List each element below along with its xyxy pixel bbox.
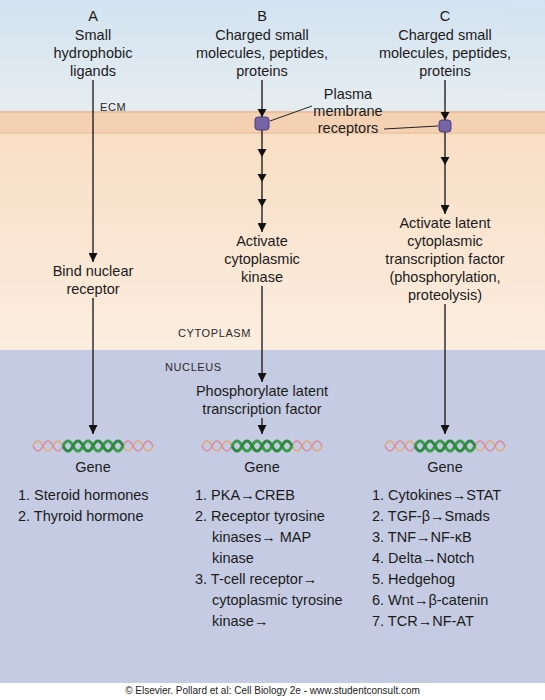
step-text: Charged small molecules, peptides, prote… <box>369 26 521 80</box>
arrowhead <box>441 112 450 120</box>
step-text: Activate latent cytoplasmic transcriptio… <box>375 214 515 304</box>
compartment-label: NUCLEUS <box>165 361 222 373</box>
step-text-box: Activate cytoplasmic kinase <box>212 232 312 286</box>
column-letter: B <box>170 6 354 27</box>
column-letter: C <box>360 6 530 27</box>
step-text: Small hydrophobic ligands <box>37 26 149 80</box>
list-item: 4. Delta→Notch <box>372 548 540 569</box>
list-item: 3. T-cell receptor→ cytoplasmic tyrosine… <box>195 569 347 632</box>
list-item: 5. Hedgehog <box>372 569 540 590</box>
list-item: 1. PKA→CREB <box>195 485 347 506</box>
step-text-box: Bind nuclear receptor <box>33 262 153 298</box>
copyright-note: © Elsevier. Pollard et al: Cell Biology … <box>0 684 545 698</box>
list-item: 2. Thyroid hormone <box>18 506 183 527</box>
list-item: 2. Receptor tyrosine kinases→ MAP kinase <box>195 506 347 569</box>
label-group: B <box>170 6 354 27</box>
gene-box: Gene <box>31 434 155 476</box>
label-group: © Elsevier. Pollard et al: Cell Biology … <box>0 684 545 698</box>
list-item: 6. Wnt→β-catenin <box>372 590 540 611</box>
compartment-label: CYTOPLASM <box>178 327 251 339</box>
compartment-label: ECM <box>100 101 126 113</box>
gene-box: Gene <box>383 434 507 476</box>
membrane-receptor <box>439 120 451 132</box>
compartment-band: Small hydrophobic ligands Charged small m… <box>0 0 545 113</box>
callout-label: Plasma membrane receptors <box>300 86 396 137</box>
membrane-receptor <box>255 117 269 130</box>
label-group: Plasma membrane receptors <box>300 86 396 137</box>
list-item: 3. TNF→NF-κB <box>372 527 540 548</box>
step-text-box: Activate latent cytoplasmic transcriptio… <box>375 214 515 304</box>
list-item: 2. TGF-β→Smads <box>372 506 540 527</box>
step-text: Activate cytoplasmic kinase <box>212 232 312 286</box>
label-group: 1. Cytokines→STAT2. TGF-β→Smads3. TNF→NF… <box>372 485 540 632</box>
label-group: 1. PKA→CREB2. Receptor tyrosine kinases→… <box>195 485 347 632</box>
gene-label: Gene <box>31 458 155 476</box>
list-item: 1. Steroid hormones <box>18 485 183 506</box>
step-text: Phosphorylate latent transcription facto… <box>181 382 343 418</box>
list-item: 7. TCR→NF-AT <box>372 611 540 632</box>
step-text-box: Phosphorylate latent transcription facto… <box>181 382 343 418</box>
step-text: Bind nuclear receptor <box>33 262 153 298</box>
label-group: 1. Steroid hormones2. Thyroid hormone <box>18 485 183 527</box>
compartment-band: Bind nuclear receptor Activate cytoplasmi… <box>0 133 545 350</box>
step-text-box: Charged small molecules, peptides, prote… <box>186 26 338 80</box>
gene-label: Gene <box>200 458 324 476</box>
label-group: A <box>0 6 186 27</box>
gene-label: Gene <box>383 458 507 476</box>
step-text-box: Small hydrophobic ligands <box>37 26 149 80</box>
label-group: C <box>360 6 530 27</box>
step-text: Charged small molecules, peptides, prote… <box>186 26 338 80</box>
column-letter: A <box>0 6 186 27</box>
gene-box: Gene <box>200 434 324 476</box>
step-text-box: Charged small molecules, peptides, prote… <box>369 26 521 80</box>
plasma-membrane <box>0 111 545 134</box>
list-item: 1. Cytokines→STAT <box>372 485 540 506</box>
leader-line <box>384 126 438 129</box>
